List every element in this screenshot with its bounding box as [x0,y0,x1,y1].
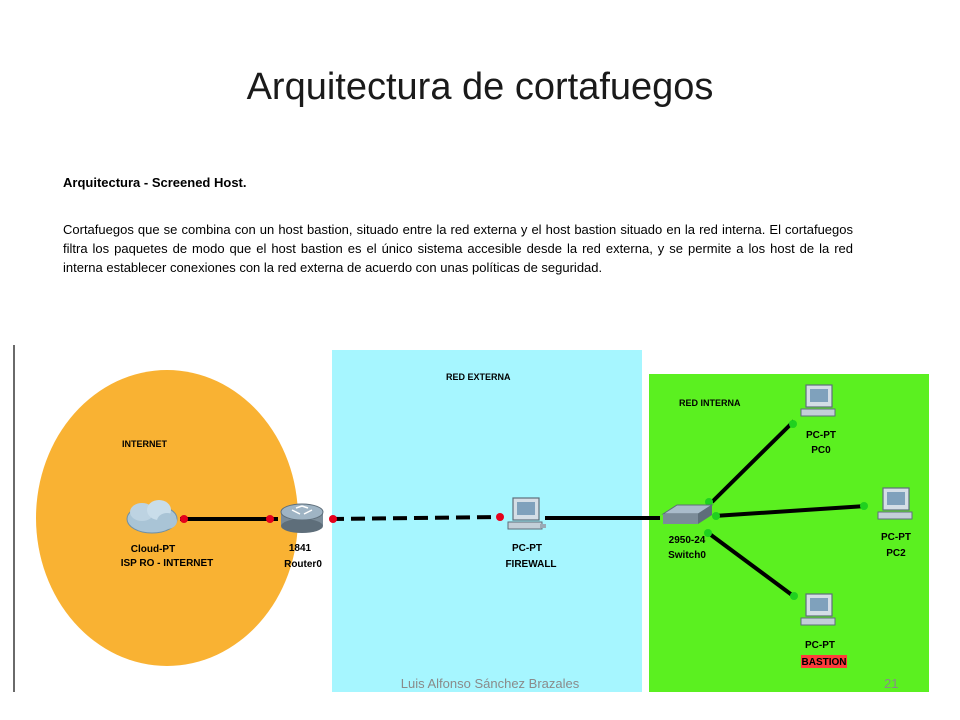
link-end-marker [705,498,713,506]
bastion-name-label: BASTION [802,657,847,668]
red-interna-zone-label: RED INTERNA [679,398,741,408]
bastion-label-highlight [801,655,847,668]
router-name-label: Router0 [284,559,322,570]
link-end-marker [266,515,274,523]
switch-icon [661,504,714,524]
link-end-marker [712,512,720,520]
link-end-marker [180,515,188,523]
pc2-name-label: PC2 [886,548,906,559]
link-end-marker [496,513,504,521]
firewall-type-label: PC-PT [512,543,542,554]
router-type-label: 1841 [289,543,312,554]
bastion-type-label: PC-PT [805,640,835,651]
link-switch-pc2 [713,504,867,518]
link-router-firewall [329,515,499,521]
cloud-name-label: ISP RO - INTERNET [121,558,214,569]
link-end-marker [704,529,712,537]
switch-type-label: 2950-24 [669,535,706,546]
pc2-icon [877,487,913,520]
red-externa-zone-label: RED EXTERNA [446,372,511,382]
link-switch-bastion [705,530,798,600]
slide-title: Arquitectura de cortafuegos [246,66,714,108]
cloud-icon [126,500,178,534]
cloud-type-label: Cloud-PT [131,544,175,555]
firewall-pc-icon [507,497,546,530]
slide-subtitle: Arquitectura - Screened Host. [63,175,247,190]
link-end-marker [789,420,797,428]
switch-name-label: Switch0 [668,550,706,561]
page-number: 21 [884,676,899,691]
link-end-marker [790,592,798,600]
slide-paragraph: Cortafuegos que se combina con un host b… [63,222,853,275]
pc2-type-label: PC-PT [881,532,911,543]
link-switch-pc0 [710,419,796,504]
internet-zone-label: INTERNET [122,439,168,449]
firewall-name-label: FIREWALL [505,559,556,570]
footer-author: Luis Alfonso Sánchez Brazales [400,676,580,691]
link-end-marker [329,515,337,523]
link-end-marker [860,502,868,510]
red-externa-zone [332,350,642,692]
pc0-type-label: PC-PT [806,430,836,441]
pc0-icon [800,384,836,417]
bastion-pc-icon [800,593,836,626]
pc0-name-label: PC0 [811,445,831,456]
router-icon [280,503,324,533]
